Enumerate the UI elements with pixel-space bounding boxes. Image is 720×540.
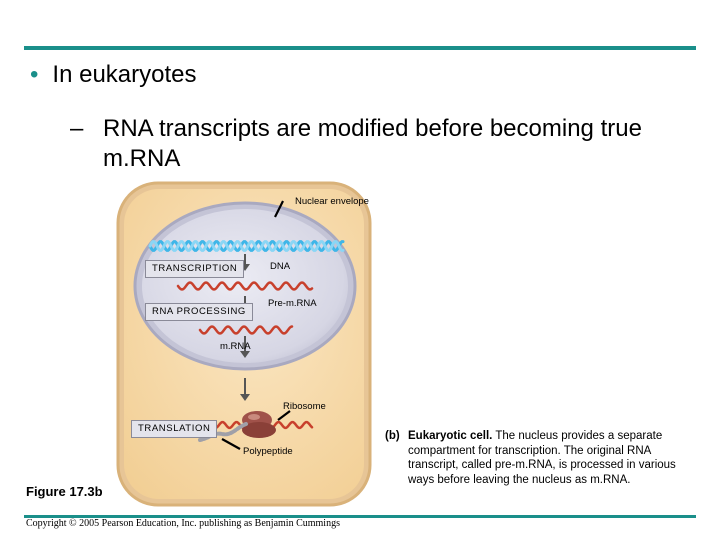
label-mrna: m.RNA xyxy=(220,341,251,352)
label-dna: DNA xyxy=(270,261,291,272)
bullet-text: In eukaryotes xyxy=(52,61,197,88)
pre-mrna-strand xyxy=(176,281,314,291)
leader-lines xyxy=(221,200,291,450)
step-transcription: TRANSCRIPTION xyxy=(145,260,245,278)
mrna-strand xyxy=(198,325,294,335)
step-rna-processing: RNA PROCESSING xyxy=(145,303,253,321)
top-divider xyxy=(24,46,696,50)
bullet-point: • In eukaryotes xyxy=(30,60,197,90)
label-ribosome: Ribosome xyxy=(283,401,326,412)
step-translation: TRANSLATION xyxy=(131,420,218,438)
caption-tag: (b) xyxy=(385,430,400,442)
caption-heading: Eukaryotic cell. xyxy=(408,430,493,442)
bottom-divider xyxy=(24,515,696,518)
label-polypeptide: Polypeptide xyxy=(243,446,293,457)
figure-caption: (b) Eukaryotic cell. The nucleus provide… xyxy=(385,429,697,487)
copyright-notice: Copyright © 2005 Pearson Education, Inc.… xyxy=(26,518,340,529)
label-pre-mrna: Pre-m.RNA xyxy=(268,298,317,309)
caption-body: The nucleus provides a separate compartm… xyxy=(408,430,676,486)
bullet-dot: • xyxy=(30,61,39,88)
label-nuclear-envelope: Nuclear envelope xyxy=(295,196,369,207)
dna-helix xyxy=(148,240,345,252)
sub-bullet-text: RNA transcripts are modified before beco… xyxy=(103,115,642,172)
sub-bullet-dash: – xyxy=(70,115,84,142)
ribosome xyxy=(242,411,276,438)
figure-label: Figure 17.3b xyxy=(26,484,103,499)
